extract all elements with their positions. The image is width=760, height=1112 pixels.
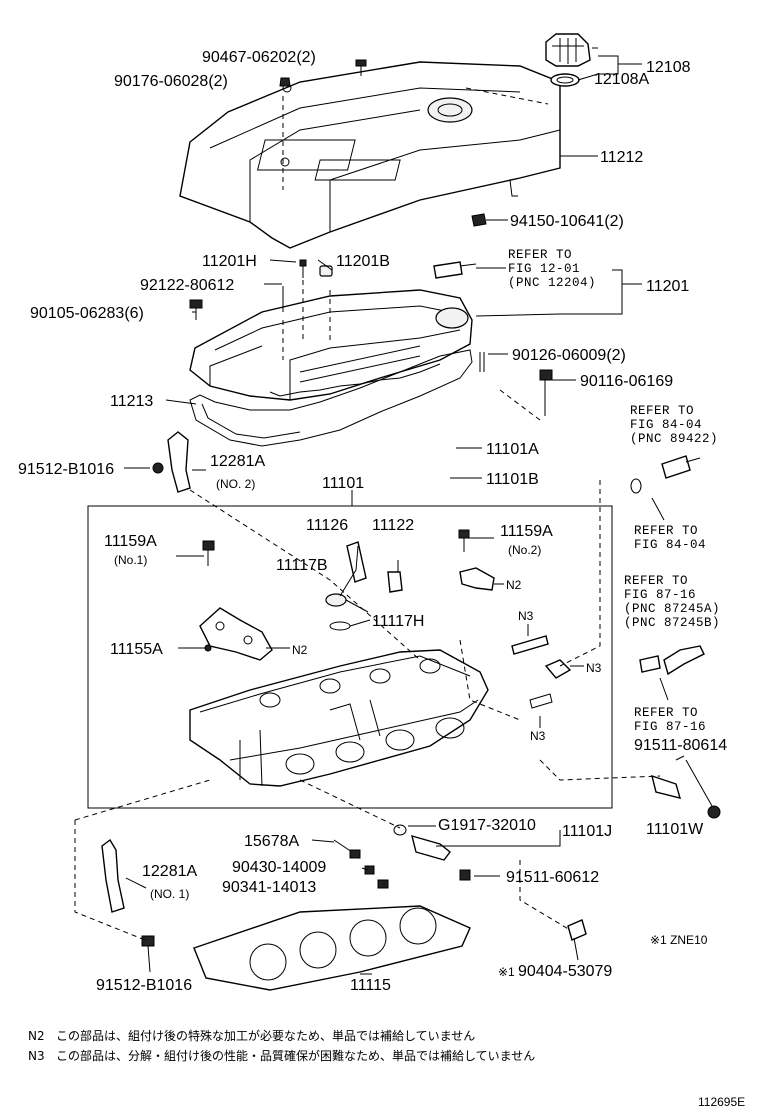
head-cover-gasket-11213 — [189, 349, 473, 447]
label-n3-mid: N3 — [586, 661, 602, 675]
note-n3-code: N3 — [28, 1049, 45, 1063]
label-11155A: 11155A — [110, 641, 163, 658]
leader-lines — [124, 47, 685, 975]
engine-hanger-12281A — [101, 431, 191, 947]
note-n3-text: この部品は、分解・組付け後の性能・品質確保が困難なため、単品では補給していません — [56, 1048, 535, 1063]
refer4-line3: (PNC 87245A) — [624, 602, 720, 616]
label-11101J: 11101J — [562, 823, 612, 840]
label-11117B: 11117B — [276, 557, 328, 574]
label-11101B: 11101B — [486, 471, 539, 488]
label-90430: 90430-14009 — [232, 859, 326, 876]
oil-filler-cap-12108 — [545, 33, 591, 87]
refer5-line2: FIG 87-16 — [634, 720, 706, 734]
label-90126: 90126-06009(2) — [512, 347, 626, 364]
note-n2-code: N2 — [28, 1029, 45, 1043]
label-12108A: 12108A — [594, 71, 649, 88]
label-91512-top: 91512-B1016 — [18, 461, 114, 478]
label-90404: 90404-53079 — [518, 963, 612, 980]
refer4-line4: (PNC 87245B) — [624, 616, 720, 630]
label-n3-upper: N3 — [518, 609, 534, 623]
label-11201B: 11201B — [336, 253, 390, 270]
bearing-cap-n2 — [199, 567, 495, 661]
refer-fig-87-16-a: REFER TO FIG 87-16 (PNC 87245A) (PNC 872… — [624, 574, 720, 630]
note-n2-text: この部品は、組付け後の特殊な加工が必要なため、単品では補給していません — [56, 1028, 475, 1043]
label-no1-small: (No.1) — [114, 553, 147, 567]
dashed-leaders — [74, 87, 661, 941]
label-11212: 11212 — [600, 149, 643, 166]
lower-small-parts — [333, 759, 721, 941]
label-90176: 90176-06028(2) — [114, 73, 228, 90]
label-12281A-bottom: 12281A — [142, 863, 197, 880]
right-side-parts — [630, 455, 705, 676]
label-91512-bottom: 91512-B1016 — [96, 977, 192, 994]
cylinder-head-11101 — [189, 649, 489, 787]
refer-fig-12-01: REFER TO FIG 12-01 (PNC 12204) — [508, 248, 596, 290]
label-n2-lower: N2 — [292, 643, 308, 657]
label-12108: 12108 — [646, 59, 691, 76]
footnotes: N2 この部品は、組付け後の特殊な加工が必要なため、単品では補給していません N… — [28, 1028, 535, 1063]
label-11115: 11115 — [350, 977, 391, 994]
drawing-number: 112695E — [698, 1095, 745, 1109]
label-no2-small: (No.2) — [508, 543, 541, 557]
label-11122: 11122 — [372, 517, 414, 534]
label-11201H: 11201H — [202, 253, 257, 270]
label-G1917: G1917-32010 — [438, 817, 536, 834]
label-12281A-top: 12281A — [210, 453, 265, 470]
label-90341: 90341-14013 — [222, 879, 316, 896]
label-11101W: 11101W — [646, 821, 704, 838]
refer2-line2: FIG 84-04 — [630, 418, 702, 432]
label-n3-lower: N3 — [530, 729, 546, 743]
label-no2: (NO. 2) — [216, 477, 255, 491]
refer4-line1: REFER TO — [624, 574, 688, 588]
head-gasket-11115 — [193, 905, 471, 991]
label-90467: 90467-06202(2) — [202, 49, 316, 66]
refer-fig-87-16-b: REFER TO FIG 87-16 — [634, 706, 706, 734]
refer3-line1: REFER TO — [634, 524, 698, 538]
refer5-line1: REFER TO — [634, 706, 698, 720]
label-11101A: 11101A — [486, 441, 539, 458]
refer2-line3: (PNC 89422) — [630, 432, 718, 446]
label-90105: 90105-06283(6) — [30, 305, 144, 322]
label-11101: 11101 — [322, 475, 364, 492]
label-90116: 90116-06169 — [580, 373, 673, 390]
label-15678A: 15678A — [244, 833, 299, 850]
label-11201: 11201 — [646, 278, 689, 295]
label-no1: (NO. 1) — [150, 887, 189, 901]
refer2-line1: REFER TO — [630, 404, 694, 418]
label-91511-80614: 91511-80614 — [634, 737, 727, 754]
refer3-line2: FIG 84-04 — [634, 538, 706, 552]
label-91511-60612: 91511-60612 — [506, 869, 599, 886]
label-94150: 94150-10641(2) — [510, 213, 624, 230]
label-mark1: ※1 — [498, 965, 515, 979]
label-92122: 92122-80612 — [140, 277, 234, 294]
refer-fig-84-04-a: REFER TO FIG 84-04 (PNC 89422) — [630, 404, 718, 446]
label-11126: 11126 — [306, 517, 348, 534]
part-labels: 90467-06202(2) 90176-06028(2) 12108 1210… — [18, 49, 727, 994]
label-11213: 11213 — [110, 393, 153, 410]
refer1-line2: FIG 12-01 — [508, 262, 580, 276]
refer-fig-84-04-b: REFER TO FIG 84-04 — [634, 524, 706, 552]
cylinder-head-cover-11212 — [179, 61, 561, 249]
cylinder-head-frame — [87, 505, 613, 809]
label-zne10: ※1 ZNE10 — [650, 933, 708, 947]
cover-bolts — [279, 59, 487, 227]
label-11117H: 11117H — [372, 613, 424, 630]
refer4-line2: FIG 87-16 — [624, 588, 696, 602]
label-11159A-1: 11159A — [104, 533, 157, 550]
label-11159A-2: 11159A — [500, 523, 553, 540]
label-n2-upper: N2 — [506, 578, 522, 592]
cover-small-parts — [189, 259, 553, 416]
refer1-line3: (PNC 12204) — [508, 276, 596, 290]
refer1-line1: REFER TO — [508, 248, 572, 262]
